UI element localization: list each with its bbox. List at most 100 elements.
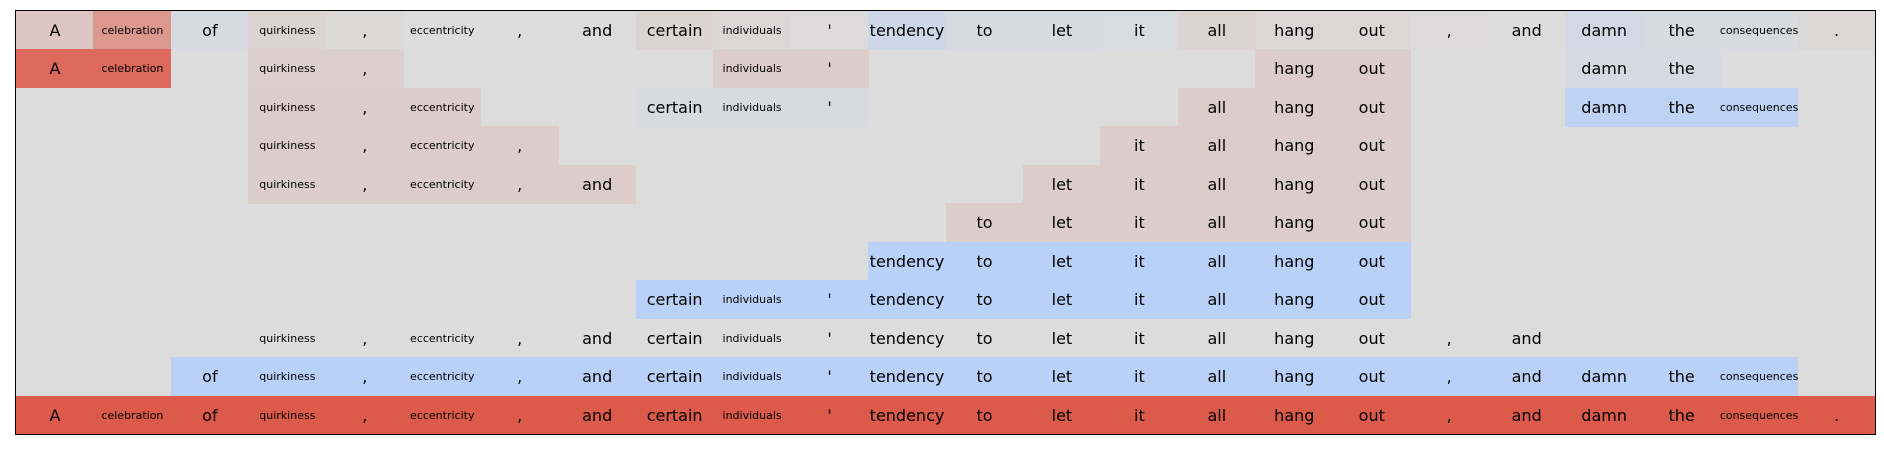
heatmap-cell: hang bbox=[1255, 126, 1334, 166]
heatmap-cell: let bbox=[1022, 164, 1101, 204]
heatmap-cell: let bbox=[1022, 395, 1101, 435]
heatmap-cell: , bbox=[325, 11, 404, 50]
heatmap-cell: quirkiness bbox=[248, 11, 327, 50]
heatmap-cell: consequences bbox=[1720, 357, 1799, 397]
heatmap-cell: , bbox=[1410, 395, 1489, 435]
heatmap-cell: and bbox=[1487, 395, 1566, 435]
heatmap-cell: to bbox=[945, 11, 1024, 50]
heatmap-cell: , bbox=[325, 164, 404, 204]
heatmap-cell: out bbox=[1332, 49, 1411, 89]
heatmap-cell: and bbox=[558, 11, 637, 50]
heatmap-cell: celebration bbox=[93, 11, 172, 50]
heatmap-cell: . bbox=[1797, 11, 1876, 50]
heatmap-cell: it bbox=[1100, 357, 1179, 397]
heatmap-cell: let bbox=[1022, 11, 1101, 50]
heatmap-cell: certain bbox=[635, 87, 714, 127]
heatmap-cell: it bbox=[1100, 241, 1179, 281]
heatmap-cell: and bbox=[558, 395, 637, 435]
heatmap-cell: of bbox=[170, 395, 249, 435]
heatmap-cell: hang bbox=[1255, 49, 1334, 89]
heatmap-cell: quirkiness bbox=[248, 126, 327, 166]
heatmap-cell: it bbox=[1100, 395, 1179, 435]
heatmap-cell: hang bbox=[1255, 241, 1334, 281]
heatmap-cell: the bbox=[1642, 11, 1721, 50]
heatmap-cell: eccentricity bbox=[403, 87, 482, 127]
heatmap-cell: to bbox=[945, 357, 1024, 397]
heatmap-cell: all bbox=[1177, 87, 1256, 127]
heatmap-cell: ' bbox=[790, 49, 869, 89]
heatmap-cell: , bbox=[325, 395, 404, 435]
heatmap-cell: individuals bbox=[713, 318, 792, 358]
heatmap-cell: , bbox=[480, 318, 559, 358]
heatmap-cell: let bbox=[1022, 318, 1101, 358]
heatmap-cell: damn bbox=[1565, 11, 1644, 50]
heatmap-cell: let bbox=[1022, 357, 1101, 397]
heatmap-cell: , bbox=[325, 318, 404, 358]
heatmap-cell: quirkiness bbox=[248, 395, 327, 435]
heatmap-cell: and bbox=[1487, 357, 1566, 397]
heatmap-cell: certain bbox=[635, 318, 714, 358]
heatmap-cell: to bbox=[945, 395, 1024, 435]
heatmap-cell: certain bbox=[635, 357, 714, 397]
heatmap-cell: individuals bbox=[713, 49, 792, 89]
heatmap-cell: it bbox=[1100, 318, 1179, 358]
heatmap-cell: , bbox=[480, 126, 559, 166]
heatmap-cell: tendency bbox=[868, 357, 946, 397]
heatmap-cell: individuals bbox=[713, 357, 792, 397]
heatmap-cell: celebration bbox=[93, 395, 172, 435]
heatmap-cell: hang bbox=[1255, 164, 1334, 204]
heatmap-cell: to bbox=[945, 241, 1024, 281]
heatmap-cell: all bbox=[1177, 11, 1256, 50]
heatmap-cell: , bbox=[480, 164, 559, 204]
heatmap-cell: all bbox=[1177, 164, 1256, 204]
heatmap-cell: and bbox=[1487, 318, 1566, 358]
heatmap-cell: A bbox=[16, 395, 94, 435]
heatmap-cell: it bbox=[1100, 126, 1179, 166]
heatmap-cell: eccentricity bbox=[403, 11, 482, 50]
heatmap-cell: quirkiness bbox=[248, 164, 327, 204]
heatmap-cell: out bbox=[1332, 357, 1411, 397]
heatmap-cell: eccentricity bbox=[403, 318, 482, 358]
heatmap-cell: out bbox=[1332, 280, 1411, 320]
heatmap-cell: hang bbox=[1255, 87, 1334, 127]
heatmap-cell: quirkiness bbox=[248, 87, 327, 127]
heatmap-cell: out bbox=[1332, 203, 1411, 243]
heatmap-cell: let bbox=[1022, 241, 1101, 281]
heatmap-cell: it bbox=[1100, 164, 1179, 204]
heatmap-cell: ' bbox=[790, 280, 869, 320]
heatmap-cell: eccentricity bbox=[403, 357, 482, 397]
heatmap-cell: and bbox=[558, 164, 637, 204]
heatmap-cell: individuals bbox=[713, 87, 792, 127]
heatmap-cell: the bbox=[1642, 357, 1721, 397]
heatmap-cell: ' bbox=[790, 87, 869, 127]
heatmap-cell: let bbox=[1022, 203, 1101, 243]
heatmap-cell: to bbox=[945, 203, 1024, 243]
heatmap-cell: out bbox=[1332, 126, 1411, 166]
heatmap-cell: ' bbox=[790, 318, 869, 358]
heatmap-cell: , bbox=[325, 87, 404, 127]
heatmap-cell: tendency bbox=[868, 11, 946, 50]
heatmap-cell: , bbox=[480, 357, 559, 397]
heatmap-cell: it bbox=[1100, 11, 1179, 50]
heatmap-cell: eccentricity bbox=[403, 164, 482, 204]
heatmap-cell: ' bbox=[790, 395, 869, 435]
heatmap-cell: certain bbox=[635, 11, 714, 50]
heatmap-cell: out bbox=[1332, 87, 1411, 127]
heatmap-cell: all bbox=[1177, 318, 1256, 358]
heatmap-cell: and bbox=[558, 357, 637, 397]
heatmap-cell: hang bbox=[1255, 357, 1334, 397]
heatmap-cell: . bbox=[1797, 395, 1876, 435]
heatmap-cell: individuals bbox=[713, 280, 792, 320]
heatmap-cell: and bbox=[1487, 11, 1566, 50]
heatmap-cell: tendency bbox=[868, 280, 946, 320]
heatmap-cell: it bbox=[1100, 280, 1179, 320]
heatmap-cell: to bbox=[945, 280, 1024, 320]
heatmap-cell: , bbox=[480, 395, 559, 435]
heatmap-cell: hang bbox=[1255, 203, 1334, 243]
heatmap-cell: consequences bbox=[1720, 395, 1799, 435]
heatmap-cell: out bbox=[1332, 318, 1411, 358]
heatmap-cell: of bbox=[170, 357, 249, 397]
heatmap-cell: all bbox=[1177, 395, 1256, 435]
heatmap-cell: certain bbox=[635, 280, 714, 320]
